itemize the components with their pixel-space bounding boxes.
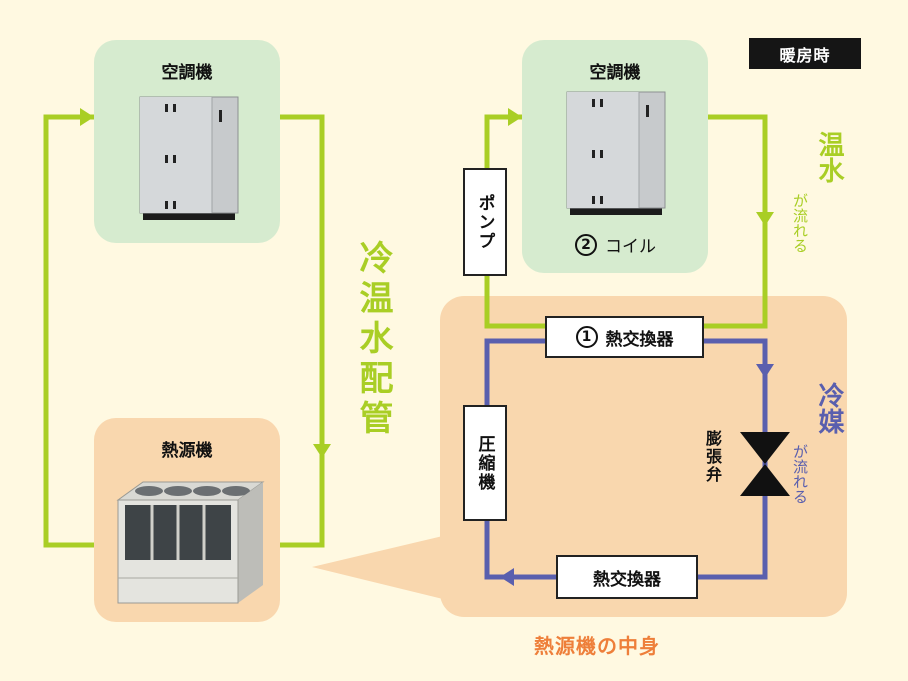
mode-badge: 暖房時 — [749, 38, 861, 69]
cold-hot-water-pipe-label: 冷温水配管 — [353, 240, 393, 440]
coil-number: 2 — [575, 233, 597, 256]
left-ac-title: 空調機 — [161, 63, 213, 83]
coil-label: コイル — [605, 237, 656, 257]
pump-label: ポンプ — [474, 193, 495, 251]
hot-water-sub: が流れる — [791, 193, 809, 253]
refrigerant-arrow-right — [756, 364, 774, 378]
heat-source-inside-caption: 熱源機の中身 — [534, 634, 660, 658]
expansion-valve-label: 膨張弁 — [703, 430, 722, 484]
refrigerant-flow-label: 冷媒 が流れる — [790, 382, 848, 504]
heat-exchanger-top-label: 熱交換器 — [605, 329, 674, 350]
pump-box: ポンプ — [463, 168, 507, 276]
hot-water-flow-label: 温水 が流れる — [790, 131, 848, 253]
heat-exchanger-bottom-box: 熱交換器 — [556, 555, 698, 599]
heat-exchanger-bottom-label: 熱交換器 — [593, 569, 661, 590]
left-loop-arrow-top — [80, 108, 94, 126]
heat-source-title: 熱源機 — [161, 441, 213, 461]
coil-label-group: 2 コイル — [575, 232, 656, 257]
heat-source-unit-image — [116, 481, 265, 604]
refrigerant-arrow-bottom — [500, 568, 514, 586]
expansion-valve-icon — [740, 432, 790, 496]
right-loop-arrow-top — [508, 108, 522, 126]
left-loop-arrow-right — [313, 444, 331, 458]
compressor-box: 圧縮機 — [463, 405, 507, 521]
compressor-label: 圧縮機 — [474, 434, 495, 492]
heat-exchanger-number: 1 — [575, 326, 598, 348]
right-loop-arrow-right — [756, 212, 774, 226]
left-ac-unit-image — [139, 96, 239, 220]
right-ac-title: 空調機 — [589, 63, 641, 83]
callout-pointer — [312, 535, 447, 600]
left-water-loop — [43, 114, 325, 548]
right-ac-unit-image — [566, 91, 666, 215]
heat-source-internal-panel — [440, 296, 847, 617]
hot-water-main: 温水 — [814, 131, 844, 183]
refrigerant-main: 冷媒 — [814, 382, 844, 434]
heat-exchanger-top-box: 1 熱交換器 — [545, 316, 704, 358]
refrigerant-sub: が流れる — [791, 444, 809, 504]
